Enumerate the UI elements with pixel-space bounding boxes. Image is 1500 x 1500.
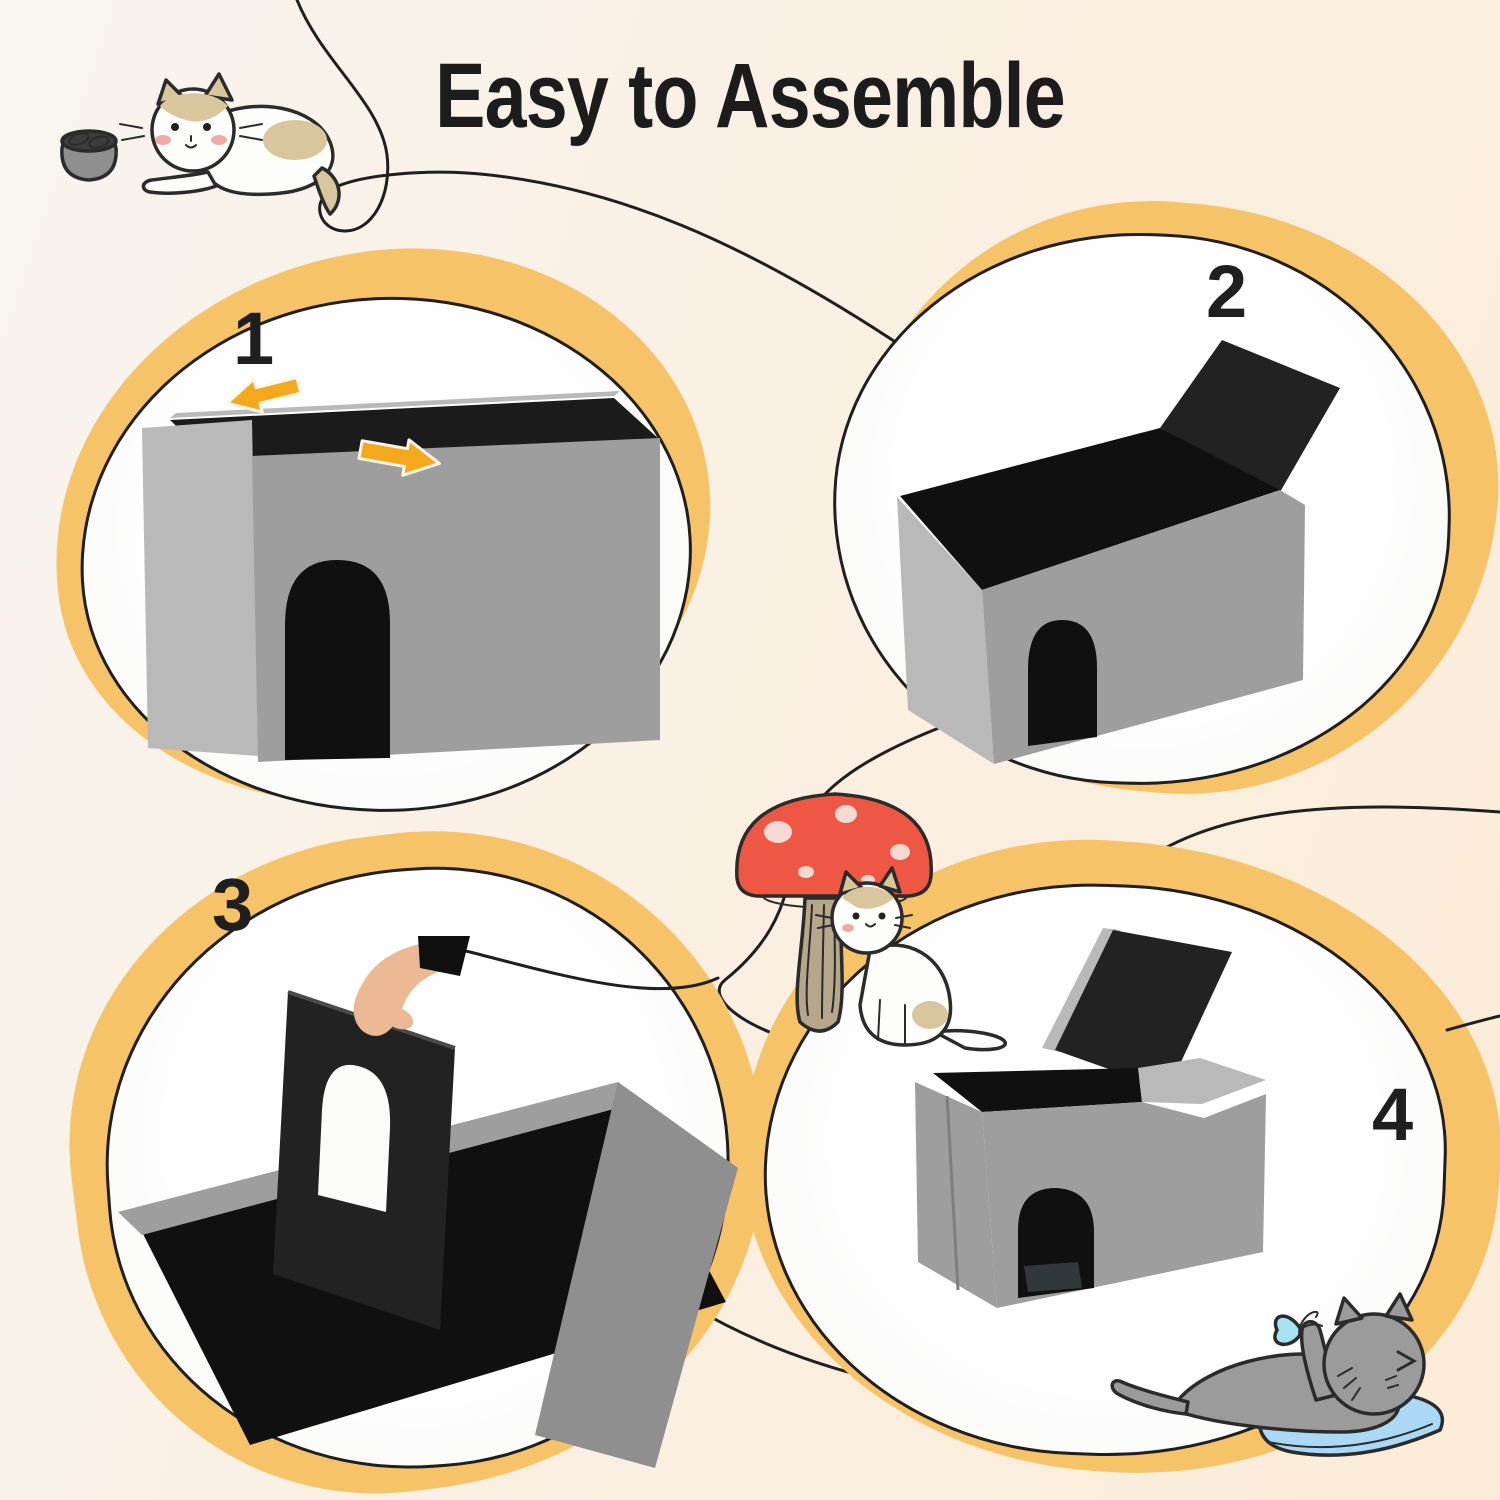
mushroom-cap — [735, 792, 933, 898]
step-1-number: 1 — [233, 297, 275, 380]
mushroom-spot — [861, 875, 875, 885]
fish-icon — [68, 132, 90, 146]
step-2-number: 2 — [1206, 250, 1248, 333]
mushroom-spot — [835, 805, 857, 823]
cat-ear — [878, 866, 902, 894]
cat-tail — [312, 166, 341, 216]
fish-icon — [88, 135, 110, 149]
step-4-number: 4 — [1372, 1073, 1414, 1156]
mushroom-spot — [890, 844, 910, 860]
bowl-rim — [60, 129, 118, 153]
food-bowl-icon — [60, 138, 118, 182]
step-3-number: 3 — [212, 863, 254, 946]
page-title: Easy to Assemble — [435, 45, 1066, 147]
cat-ear — [838, 870, 864, 896]
cat-front-paw — [141, 170, 218, 195]
mushroom-spot — [764, 821, 792, 843]
mushroom-spot — [798, 866, 814, 878]
